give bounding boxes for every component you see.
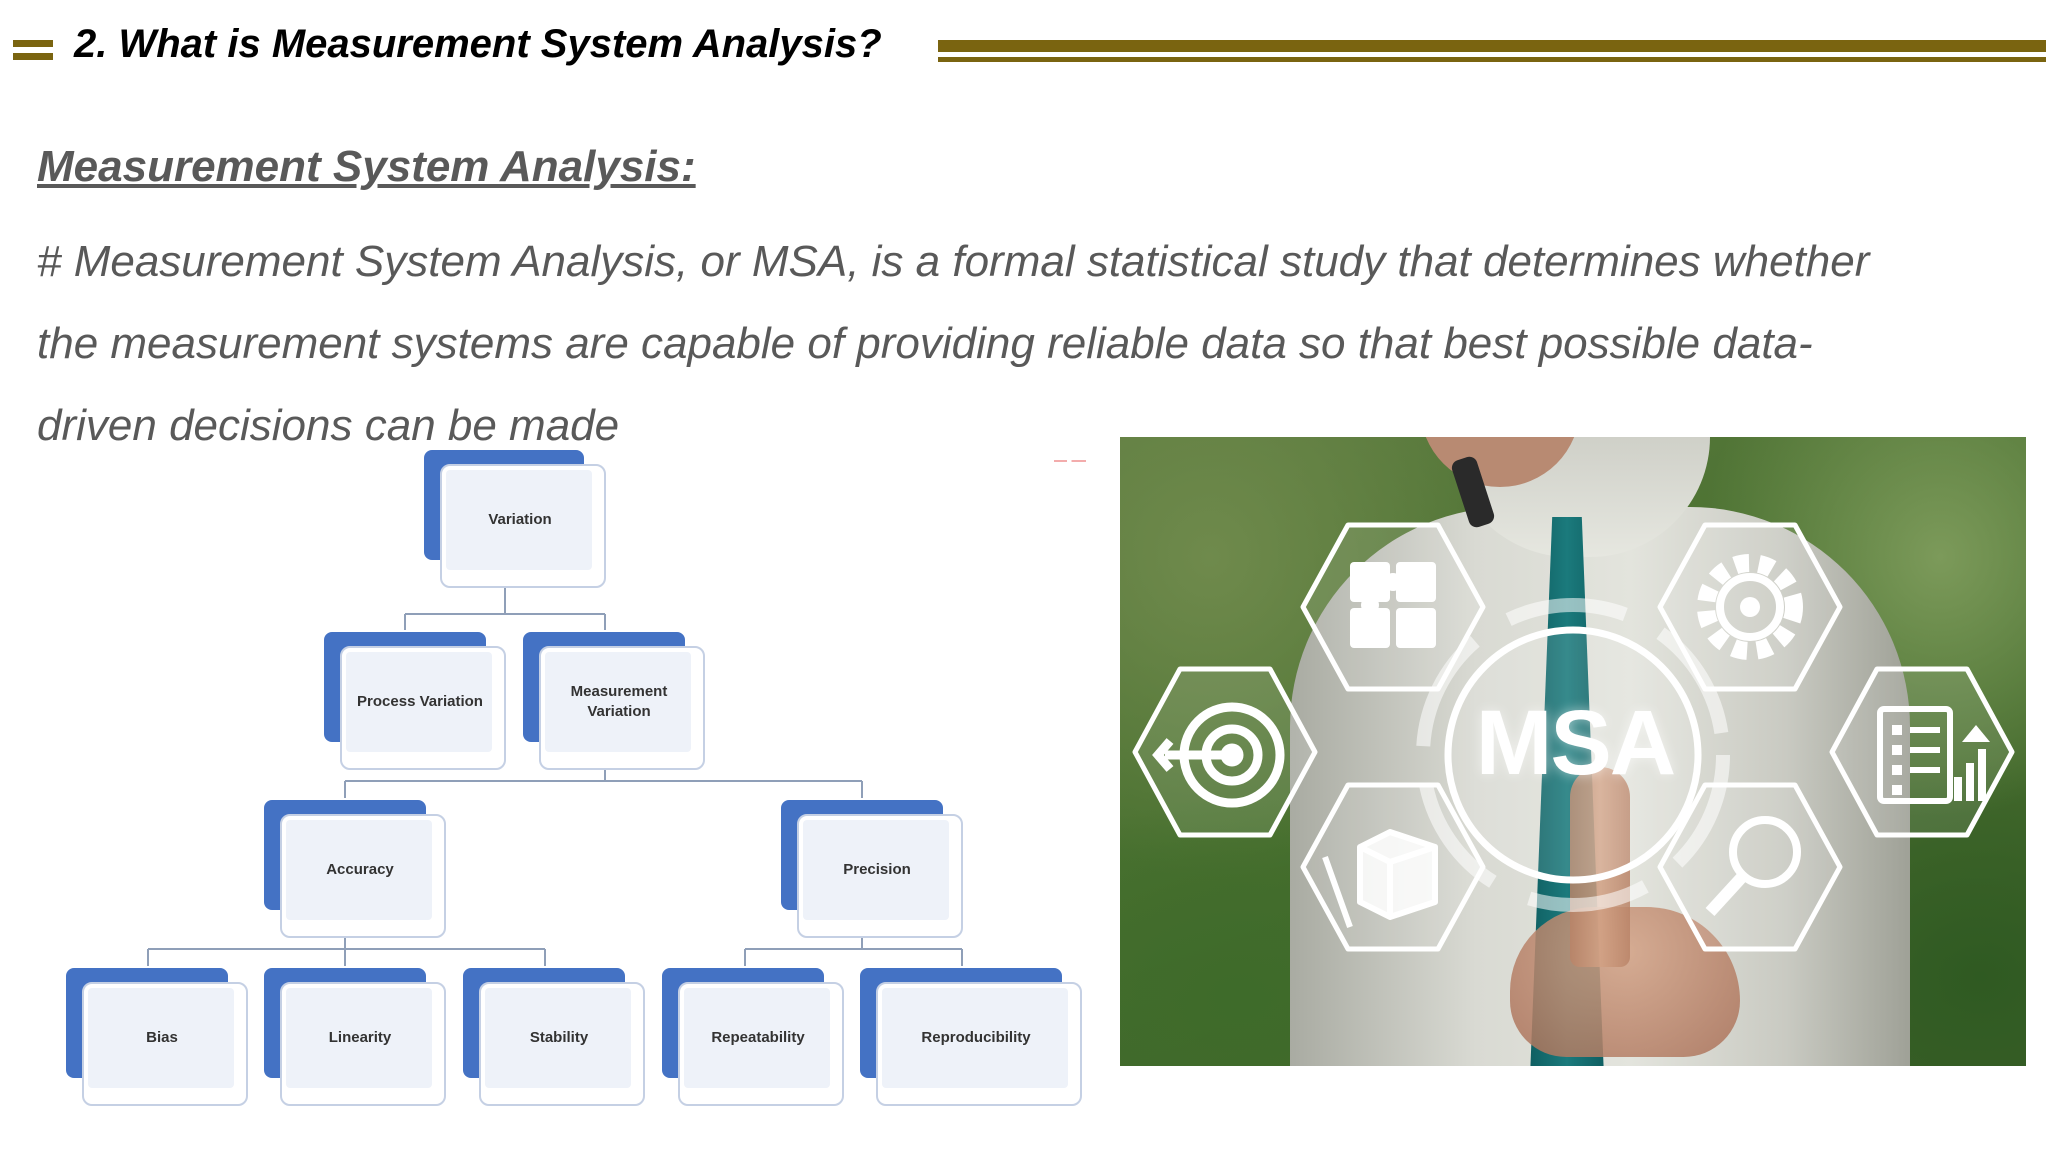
title-bar-mark	[13, 40, 53, 60]
node-label: Bias	[146, 1029, 178, 1046]
msa-illustration: MSA	[1120, 437, 2026, 1066]
node-stability: Stability	[463, 968, 645, 1106]
paragraph-line: driven decisions can be made	[37, 401, 620, 450]
outer-ring	[1416, 598, 1730, 912]
cube-ruler-icon	[1322, 829, 1438, 929]
node-label: Process Variation	[357, 693, 483, 710]
slide-title: 2. What is Measurement System Analysis?	[74, 22, 882, 66]
node-label: Stability	[529, 1029, 589, 1046]
node-label: Precision	[843, 861, 911, 878]
node-measurement-variation: Measurement Variation	[523, 632, 705, 770]
node-label: Repeatability	[711, 1029, 805, 1046]
center-ring	[1444, 626, 1702, 884]
node-process-variation: Process Variation	[324, 632, 506, 770]
node-precision: Precision	[781, 800, 963, 938]
section-heading: Measurement System Analysis:	[37, 142, 696, 191]
node-label: Variation	[488, 511, 552, 528]
variation-hierarchy-diagram: Variation Process Variation Measurement …	[0, 440, 1100, 1140]
puzzle-icon	[1350, 562, 1436, 648]
gear-icon	[1697, 554, 1803, 660]
node-repeatability: Repeatability	[662, 968, 844, 1106]
node-label: Accuracy	[326, 861, 394, 878]
target-icon	[1152, 702, 1285, 808]
node-bias: Bias	[66, 968, 248, 1106]
hex-puzzle	[1300, 522, 1486, 692]
node-label: Measurement Variation	[570, 683, 668, 720]
title-rule	[938, 40, 2046, 62]
paragraph-line: # Measurement System Analysis, or MSA, i…	[37, 237, 1870, 286]
node-label: Reproducibility	[921, 1029, 1031, 1046]
node-linearity: Linearity	[264, 968, 446, 1106]
pointing-finger	[1570, 767, 1630, 967]
paragraph-line: the measurement systems are capable of p…	[37, 319, 1813, 368]
checklist-chart-icon	[1877, 706, 1990, 804]
definition-paragraph: # Measurement System Analysis, or MSA, i…	[37, 221, 1997, 467]
node-label: Linearity	[328, 1029, 392, 1046]
magnifier-icon	[1705, 816, 1801, 917]
diagram-connectors	[147, 578, 963, 966]
msa-overlay-text: MSA	[1475, 692, 1676, 794]
hexagon-overlay	[1132, 522, 2015, 952]
node-reproducibility: Reproducibility	[860, 968, 1085, 1106]
node-variation: Variation	[424, 450, 606, 588]
stray-mark	[1054, 460, 1086, 462]
node-accuracy: Accuracy	[264, 800, 446, 938]
